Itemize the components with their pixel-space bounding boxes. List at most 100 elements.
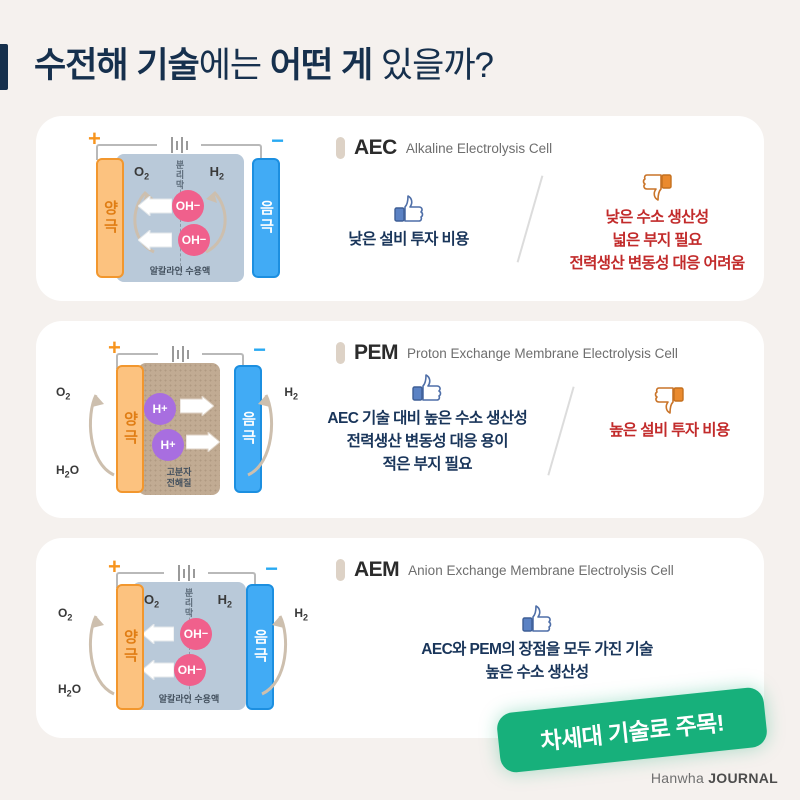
card-caption-aem: AEM Anion Exchange Membrane Electrolysis…: [336, 558, 674, 582]
footer-brand-bold: JOURNAL: [708, 770, 778, 786]
card-content-pem: PEM Proton Exchange Membrane Electrolysi…: [310, 321, 764, 518]
anode-label: 양극: [101, 200, 119, 236]
footer-brand-light: Hanwha: [650, 770, 709, 786]
pros-line: 높은 수소 생산성: [485, 664, 589, 681]
positive-terminal-label: +: [108, 335, 121, 360]
electrolyte-name-line2: 전해질: [166, 478, 192, 488]
technology-fullname: Proton Exchange Membrane Electrolysis Ce…: [407, 345, 678, 361]
pros-text-pem: AEC 기술 대비 높은 수소 생산성 전력생산 변동성 대응 용이 적은 부지…: [327, 407, 527, 476]
positive-terminal-label: +: [108, 554, 121, 579]
caption-pill-icon: [336, 342, 345, 364]
negative-terminal-label: −: [253, 337, 266, 362]
pros-line: AEC 기술 대비 높은 수소 생산성: [327, 410, 528, 427]
electrolysis-diagram-pem: + − H+ H+ 고분자 전해질 양극 음극 O2 H2O H2: [54, 335, 304, 500]
technology-card-aem: + − 분리막 O2 H2 OH− OH− 알칼라인 수용액 양극 음극 O2 …: [36, 538, 764, 738]
cons-line: 높은 설비 투자 비용: [609, 422, 730, 439]
cons-column-pem: 높은 설비 투자 비용: [575, 381, 764, 442]
negative-terminal-label: −: [271, 128, 284, 153]
pros-line: 전력생산 변동성 대응 용이: [346, 433, 509, 450]
pros-cons-divider-wrap: [507, 168, 550, 268]
negative-terminal-label: −: [265, 556, 278, 581]
water-input-label: H2O: [56, 463, 80, 480]
hydroxide-ion: OH−: [178, 224, 210, 256]
pros-text-aem: AEC와 PEM의 장점을 모두 가진 기술 높은 수소 생산성: [421, 638, 653, 684]
cathode-label: 음극: [257, 200, 275, 236]
pros-line: 낮은 설비 투자 비용: [348, 231, 469, 248]
hydrogen-output-label: H2: [294, 606, 308, 623]
card-caption-pem: PEM Proton Exchange Membrane Electrolysi…: [336, 341, 678, 365]
technology-abbr: PEM: [354, 341, 399, 364]
cons-text-aec: 낮은 수소 생산성 넓은 부지 필요 전력생산 변동성 대응 어려움: [569, 206, 745, 275]
cathode-electrode: 음극: [234, 365, 262, 493]
pros-cons-row-aec: 낮은 설비 투자 비용 낮은 수소 생산성 넓은 부지 필요 전력생산 변동성 …: [310, 168, 764, 275]
oxygen-label: O2: [144, 592, 160, 610]
card-caption-aec: AEC Alkaline Electrolysis Cell: [336, 136, 552, 160]
hydrogen-label: H2: [217, 592, 232, 610]
electrolyte-name-line1: 고분자: [166, 467, 192, 477]
hydroxide-ion: OH−: [172, 190, 204, 222]
anode-label: 양극: [121, 629, 139, 665]
oxygen-output-label: O2: [56, 385, 71, 402]
electrolyte-name-label: 알칼라인 수용액: [158, 694, 220, 704]
anode-electrode: 양극: [116, 365, 144, 493]
thumbs-up-icon: [410, 369, 444, 407]
pros-column-aec: 낮은 설비 투자 비용: [310, 190, 507, 251]
thumbs-up-icon: [392, 190, 426, 228]
electrolysis-diagram-aec: + − 분리막 O2 H2 OH− OH− 알칼라인 수용액: [54, 126, 304, 291]
title-accent-bar: [0, 44, 8, 90]
thumbs-up-icon: [520, 600, 554, 638]
technology-card-pem: + − H+ H+ 고분자 전해질 양극 음극 O2 H2O H2: [36, 321, 764, 518]
anode-label: 양극: [121, 411, 139, 447]
thumbs-down-icon: [640, 168, 674, 206]
external-oxygen-arrow-icon: [89, 615, 115, 696]
water-input-label: H2O: [58, 682, 82, 699]
page-title-part-3: 어떤 게: [269, 46, 381, 85]
pros-cons-row-pem: AEC 기술 대비 높은 수소 생산성 전력생산 변동성 대응 용이 적은 부지…: [310, 369, 764, 479]
polymer-electrolyte-cell: H+ H+ 고분자 전해질: [138, 363, 220, 495]
proton-ion: H+: [144, 393, 176, 425]
anode-electrode: 양극: [116, 584, 144, 710]
electrolysis-diagram-aem: + − 분리막 O2 H2 OH− OH− 알칼라인 수용액 양극 음극 O2 …: [58, 554, 314, 719]
separator-label: 분리막: [174, 160, 185, 190]
battery-symbol-icon: [157, 136, 201, 154]
cathode-label: 음극: [251, 629, 269, 665]
cons-column-aec: 낮은 수소 생산성 넓은 부지 필요 전력생산 변동성 대응 어려움: [550, 168, 764, 275]
page-header: 수전해 기술에는 어떤 게 있을까?: [0, 38, 800, 98]
ion-direction-arrow-icon: [138, 230, 172, 250]
pros-text-aec: 낮은 설비 투자 비용: [348, 228, 469, 251]
page-title: 수전해 기술에는 어떤 게 있을까?: [34, 38, 494, 94]
footer-brand: Hanwha JOURNAL: [651, 770, 778, 786]
page-title-part-2: 에는: [198, 46, 270, 85]
pros-column-pem: AEC 기술 대비 높은 수소 생산성 전력생산 변동성 대응 용이 적은 부지…: [310, 369, 545, 476]
hydrogen-output-label: H2: [284, 385, 298, 402]
cons-line: 넓은 부지 필요: [612, 232, 702, 249]
thumbs-down-icon: [652, 381, 686, 419]
technology-fullname: Anion Exchange Membrane Electrolysis Cel…: [408, 562, 674, 578]
oxygen-output-label: O2: [58, 606, 73, 623]
pros-row-aem: AEC와 PEM의 장점을 모두 가진 기술 높은 수소 생산성: [310, 600, 764, 684]
electrolyte-name-label: 알칼라인 수용액: [149, 266, 211, 276]
separator-label: 분리막: [183, 588, 194, 618]
pros-line: AEC와 PEM의 장점을 모두 가진 기술: [421, 641, 653, 658]
card-content-aec: AEC Alkaline Electrolysis Cell 낮은 설비 투자 …: [310, 116, 764, 301]
hydrogen-flow-arrow-icon: [205, 190, 227, 254]
ion-direction-arrow-icon: [142, 660, 174, 680]
technology-card-aec: + − 분리막 O2 H2 OH− OH− 알칼라인 수용액: [36, 116, 764, 301]
card-content-aem: AEM Anion Exchange Membrane Electrolysis…: [310, 538, 764, 738]
cons-line: 낮은 수소 생산성: [605, 209, 709, 226]
proton-ion: H+: [152, 429, 184, 461]
ion-direction-arrow-icon: [180, 396, 214, 416]
external-hydrogen-arrow-icon: [261, 615, 287, 696]
battery-symbol-icon: [164, 564, 208, 582]
external-oxygen-arrow-icon: [89, 394, 115, 477]
electrolyte-cell: 분리막 O2 H2 OH− OH− 알칼라인 수용액: [116, 154, 244, 282]
cons-text-pem: 높은 설비 투자 비용: [609, 419, 730, 442]
page-title-part-1: 수전해 기술: [34, 46, 200, 85]
pros-column-aem: AEC와 PEM의 장점을 모두 가진 기술 높은 수소 생산성: [327, 600, 747, 684]
hydroxide-ion: OH−: [174, 654, 206, 686]
ion-direction-arrow-icon: [142, 624, 174, 644]
cons-line: 전력생산 변동성 대응 어려움: [569, 255, 745, 272]
external-hydrogen-arrow-icon: [247, 394, 273, 477]
caption-pill-icon: [336, 137, 345, 159]
oxygen-label: O2: [134, 164, 150, 182]
